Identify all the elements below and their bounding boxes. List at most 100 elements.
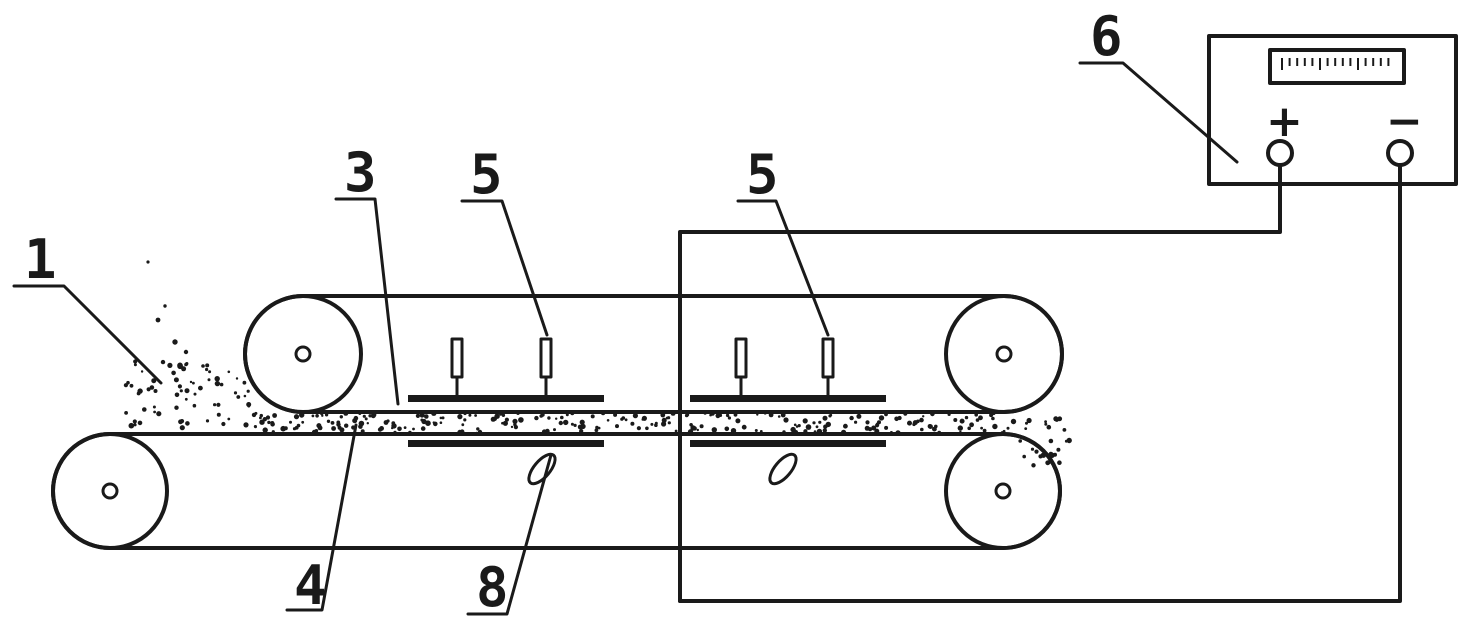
powder-grain (606, 419, 610, 422)
powder-grain (783, 417, 789, 423)
label-1: 1 (24, 228, 57, 291)
powder-grain (1002, 429, 1006, 433)
powder-grain (425, 420, 431, 427)
powder-grain (919, 417, 924, 423)
powder-grain (219, 382, 224, 387)
powder-grain (477, 429, 483, 435)
powder-grain (216, 402, 221, 407)
powder-grain (432, 421, 435, 424)
powder-grain (563, 419, 569, 426)
powder-grain (151, 378, 157, 384)
powder-grain (140, 370, 144, 373)
powder-grain (247, 404, 251, 408)
powder-grain (192, 381, 195, 385)
powder-grain (558, 420, 563, 426)
label-3: 3 (344, 141, 377, 204)
powder-grain (358, 412, 362, 415)
electrode-plates (408, 395, 886, 447)
powder-grain (370, 413, 376, 419)
power-supply-box (1207, 34, 1458, 186)
powder-grain (980, 426, 983, 430)
powder-grain (565, 413, 569, 417)
powder-grain (818, 420, 822, 424)
leader-1 (12, 284, 163, 385)
powder-grain (667, 421, 671, 425)
powder-grain (193, 392, 197, 396)
leader-lines (12, 61, 1239, 616)
label-8: 8 (476, 556, 509, 619)
powder-grain (665, 416, 669, 420)
powder-grain (184, 397, 188, 401)
powder-grain (724, 426, 730, 432)
powder-grain (216, 412, 221, 417)
powder-grain (615, 424, 619, 429)
powder-grain (289, 420, 292, 424)
powder-grain (137, 420, 143, 426)
powder-grain (128, 422, 135, 429)
powder-grain (272, 413, 277, 418)
powder-grain (897, 415, 902, 421)
powder-grain (262, 427, 268, 433)
powder-grain (534, 415, 539, 421)
powder-grain (403, 426, 407, 429)
powder-grain (205, 363, 210, 368)
powder-grain (539, 414, 543, 418)
label-6: 6 (1090, 5, 1123, 68)
powder-grain (696, 428, 699, 432)
powder-grain (368, 414, 372, 418)
powder-grain (153, 389, 158, 393)
powder-grain (243, 394, 247, 398)
powder-grain (184, 388, 190, 394)
powder-grain (1031, 463, 1036, 468)
powder-grain (251, 412, 257, 418)
powder-grain (1034, 449, 1039, 454)
powder-grain (1022, 454, 1026, 459)
powder-grain (730, 428, 737, 434)
powder-grain (1030, 447, 1035, 451)
leader-3 (334, 197, 400, 406)
powder-grain (735, 418, 741, 424)
powder-grain (177, 384, 182, 389)
powder-grain (674, 429, 678, 433)
powder-grain (420, 426, 426, 431)
powder-grain (149, 385, 155, 390)
lower-probes (527, 452, 798, 486)
lower-left-roller-axle (101, 482, 119, 500)
powder-grain (133, 423, 137, 427)
probe-2 (539, 337, 553, 397)
powder-grain (595, 425, 599, 430)
label-5-right: 5 (746, 143, 779, 206)
powder-grain (613, 412, 618, 417)
powder-grain (1010, 418, 1017, 425)
powder-grain (813, 430, 817, 433)
powder-grain (174, 392, 180, 398)
powder-grain (759, 430, 763, 433)
powder-grain (510, 425, 514, 429)
powder-grain (167, 362, 173, 368)
powder-grain (155, 317, 161, 323)
powder-grain (624, 418, 628, 422)
powder-grain (733, 412, 738, 417)
powder-grain (632, 413, 639, 419)
powder-grain (476, 427, 480, 431)
powder-grain (670, 410, 676, 416)
upper-belt-loop (243, 294, 1064, 414)
powder-grain (221, 421, 226, 427)
powder-grain (590, 414, 595, 419)
powder-grain (344, 423, 349, 428)
powder-grain (1044, 420, 1047, 424)
powder-grain (383, 420, 389, 425)
powder-grain (1062, 428, 1067, 432)
powder-grain (964, 415, 969, 420)
powder-grain (1057, 460, 1062, 466)
powder-grain (179, 425, 185, 431)
powder-grain (179, 389, 183, 393)
label-5-left: 5 (470, 143, 503, 206)
upper-electrode-plate-right (690, 395, 886, 402)
powder-grain (703, 411, 707, 415)
powder-grain (1024, 427, 1028, 430)
upper-left-roller (243, 294, 363, 414)
powder-grain (920, 427, 924, 432)
powder-grain (790, 426, 796, 433)
powder-grain (439, 416, 443, 420)
